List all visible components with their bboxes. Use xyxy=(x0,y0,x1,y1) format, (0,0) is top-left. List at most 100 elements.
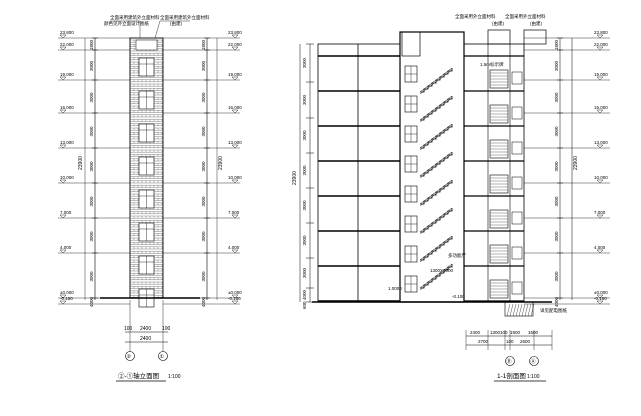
section-annotation-hall: 多功能厅 xyxy=(448,252,466,259)
section-elev-mark: 4.000 xyxy=(594,245,606,250)
section-elev-mark: 23.800 xyxy=(594,30,608,35)
left-elev-mark-r: 10.000 xyxy=(228,175,242,180)
section-bottom-dim: 1900 xyxy=(510,330,521,335)
section-annotation-size: 1300X1000 xyxy=(430,268,454,273)
left-elev-mark-r: 23.800 xyxy=(228,30,242,35)
stair-windows xyxy=(404,65,418,293)
left-annotation-4: (由建) xyxy=(170,20,182,27)
left-axis-1: ① xyxy=(160,354,165,360)
left-floor-dim: 3000 xyxy=(89,271,94,282)
section-bottom-dim: 100 xyxy=(500,330,508,335)
section-annotation-level: 1.0000 xyxy=(388,286,402,291)
left-drawing-scale: 1:100 xyxy=(168,374,181,380)
section-annotation-4: (由建) xyxy=(530,20,542,27)
left-floor-dim: 3000 xyxy=(89,126,94,137)
section-annotation-2: 全面采用外立面材料 xyxy=(505,13,546,20)
section-left-dim: 3000 xyxy=(302,130,307,141)
left-width-dim-total: 2400 xyxy=(140,336,151,342)
left-width-dim-mid: 2400 xyxy=(140,326,151,332)
left-elev-mark-r: 22.000 xyxy=(228,42,242,47)
left-floor-dim-r: 3000 xyxy=(201,271,206,282)
left-elev-mark: 19.000 xyxy=(60,72,74,77)
section-right-total: 23900 xyxy=(573,156,579,170)
section-left-dim: 3000 xyxy=(302,165,307,176)
section-elev-mark: 7.000 xyxy=(594,210,606,215)
section-elev-mark: -0.150 xyxy=(594,296,607,301)
left-elev-mark-r: 16.000 xyxy=(228,105,242,110)
left-floor-dim-r: 4000 xyxy=(201,296,206,307)
section-annotation-neg: -0.100 xyxy=(452,294,465,299)
left-elev-mark-r: 13.000 xyxy=(228,140,242,145)
section-elev-mark: 19.000 xyxy=(594,72,608,77)
section-right-dim: 1800 xyxy=(554,39,559,50)
left-elev-mark: 16.000 xyxy=(60,105,74,110)
section-drawing-scale: 1:100 xyxy=(527,374,540,380)
left-floor-dims-left: 1800 3000 3000 3000 3000 3000 3000 3000 4000 xyxy=(89,37,98,307)
left-floor-dim: 3000 xyxy=(89,196,94,207)
section-bottom-dim: 1300 xyxy=(490,330,501,335)
left-floor-dims-right: 1800 3000 3000 3000 3000 3000 3000 3000 4000 xyxy=(201,37,210,307)
section-left-dim: 3000 xyxy=(302,94,307,105)
left-floor-dim-r: 1800 xyxy=(201,39,206,50)
section-left-dim: 3000 xyxy=(302,267,307,278)
left-annotation-2: 颜色见外立面设计图纸 xyxy=(104,20,149,27)
section-elev-mark: 10.000 xyxy=(594,175,608,180)
section-left-dim: 3000 xyxy=(302,235,307,246)
left-elev-mark-r: 7.000 xyxy=(228,210,240,215)
section-bottom-dim: 1500 xyxy=(528,330,539,335)
left-floor-dim: 4000 xyxy=(89,296,94,307)
left-drawing-title: ②-①轴立面图 xyxy=(118,371,159,380)
section-elev-mark: ±0.000 xyxy=(594,290,608,295)
left-axis-2: ② xyxy=(127,354,132,360)
left-floor-dim-r: 3000 xyxy=(201,161,206,172)
left-floor-dim-r: 3000 xyxy=(201,92,206,103)
left-floor-dim: 3000 xyxy=(89,60,94,71)
section-right-dim: 3000 xyxy=(554,231,559,242)
left-annotation-1: 全面采用建筑外立面材料 xyxy=(110,14,160,21)
section-elev-mark: 22.000 xyxy=(594,42,608,47)
left-total-height-r: 23900 xyxy=(218,156,224,170)
left-elev-mark: 7.000 xyxy=(60,210,72,215)
section-right-dim: 3000 xyxy=(554,60,559,71)
left-elev-mark: 13.000 xyxy=(60,140,74,145)
section-right-dim: 4000 xyxy=(554,296,559,307)
left-width-dim-right: 100 xyxy=(162,326,171,332)
section-right-dim: 3000 xyxy=(554,161,559,172)
section-left-dim: 600 xyxy=(302,301,307,309)
left-floor-dim-r: 3000 xyxy=(201,126,206,137)
left-elev-mark-r: -0.150 xyxy=(228,296,241,301)
section-floor-slabs xyxy=(318,55,524,302)
section-right-dim: 3000 xyxy=(554,271,559,282)
left-elev-mark-r: ±0.000 xyxy=(228,290,242,295)
left-floor-dim: 1800 xyxy=(89,39,94,50)
left-floor-dim: 3000 xyxy=(89,161,94,172)
left-floor-dim: 3000 xyxy=(89,231,94,242)
section-right-dim: 3000 xyxy=(554,126,559,137)
left-elev-mark: 4.000 xyxy=(60,245,72,250)
section-elev-mark: 13.000 xyxy=(594,140,608,145)
section-axis-a: Ⓐ xyxy=(531,358,536,365)
left-annotation-3: 全面采用建筑外立面材料 xyxy=(160,14,210,21)
left-elevation-marks-left: 23.80022.00019.00016.00013.00010.0007.00… xyxy=(58,30,130,305)
section-bottom-dim-2: 2700 xyxy=(478,339,489,344)
left-floor-dim-r: 3000 xyxy=(201,231,206,242)
shaft-details xyxy=(489,69,523,299)
section-annotation-sign: 1.5m标示牌 xyxy=(480,61,504,68)
section-left-total: 23900 xyxy=(292,171,298,185)
section-left-dim: 3000 xyxy=(302,57,307,68)
left-floor-dim: 3000 xyxy=(89,92,94,103)
left-elevation: 23.800 22.000 19.000 16.000 13.000 10.000 7.00… xyxy=(58,14,242,382)
section-elevation-marks: 23.80022.00019.00016.00013.00010.0007.00… xyxy=(524,30,610,305)
left-floor-dim-r: 3000 xyxy=(201,60,206,71)
section-right-dim: 3000 xyxy=(554,196,559,207)
elevation-windows xyxy=(135,39,158,308)
section-annotation-1: 全面采用外立面材料 xyxy=(455,13,496,20)
left-elev-mark-r: 4.000 xyxy=(228,245,240,250)
left-elev-mark: 22.000 xyxy=(60,42,74,47)
left-floor-dim-r: 3000 xyxy=(201,196,206,207)
left-total-height-l: 23900 xyxy=(78,156,84,170)
